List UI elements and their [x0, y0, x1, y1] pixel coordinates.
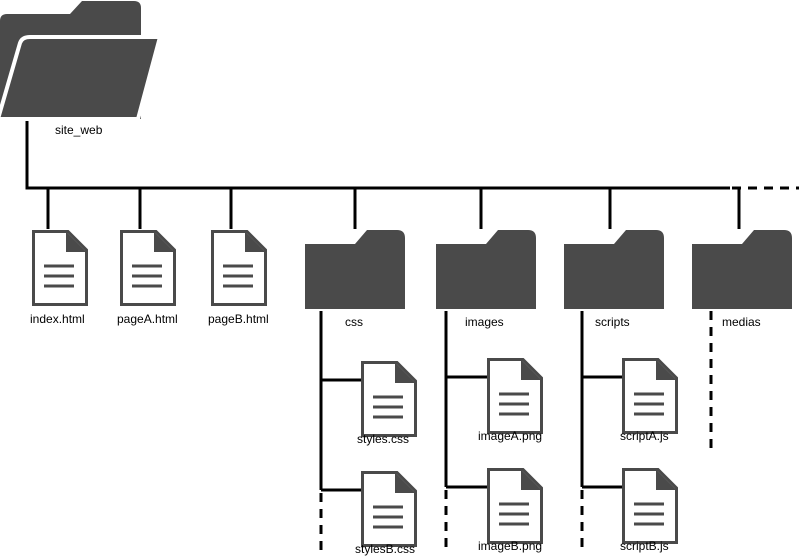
file-pageb-html[interactable]: pageB.html	[208, 230, 269, 327]
root-folder[interactable]: site_web	[0, 1, 163, 137]
folder-icon	[436, 230, 536, 309]
file-label: imageB.png	[478, 539, 542, 553]
folder-label: images	[465, 315, 504, 329]
file-imageb-png[interactable]: imageB.png	[478, 468, 543, 554]
file-pagea-html[interactable]: pageA.html	[117, 230, 178, 327]
file-scriptb-js[interactable]: scriptB.js	[620, 468, 678, 554]
file-imagea-png[interactable]: imageA.png	[478, 358, 543, 444]
file-icon	[487, 468, 543, 544]
file-label: pageA.html	[117, 312, 178, 326]
folder-label: css	[345, 315, 363, 329]
folder-scripts[interactable]: scripts	[564, 230, 664, 329]
folder-medias[interactable]: medias	[692, 230, 792, 329]
folder-open-icon	[0, 1, 163, 121]
file-icon	[622, 468, 678, 544]
folder-css[interactable]: css	[305, 230, 405, 329]
file-scripta-js[interactable]: scriptA.js	[620, 358, 678, 444]
file-label: scriptA.js	[620, 429, 669, 443]
tree-connectors	[25, 118, 799, 552]
file-label: index.html	[30, 312, 85, 326]
file-icon	[361, 361, 417, 437]
file-label: imageA.png	[478, 429, 542, 443]
file-label: scriptB.js	[620, 539, 669, 553]
file-icon	[120, 230, 176, 306]
file-icon	[622, 358, 678, 434]
root-folder-label: site_web	[55, 123, 103, 137]
folder-icon	[305, 230, 405, 309]
folder-images[interactable]: images	[436, 230, 536, 329]
file-label: pageB.html	[208, 312, 269, 326]
folder-icon	[564, 230, 664, 309]
file-icon	[361, 471, 417, 547]
folder-label: scripts	[595, 315, 630, 329]
folder-label: medias	[722, 315, 761, 329]
file-icon	[487, 358, 543, 434]
file-index-html[interactable]: index.html	[30, 230, 88, 327]
file-styles-css[interactable]: styles.css	[357, 361, 417, 447]
file-label: stylesB.css	[355, 542, 415, 556]
file-icon	[32, 230, 88, 306]
file-label: styles.css	[357, 432, 409, 446]
file-stylesb-css[interactable]: stylesB.css	[355, 471, 417, 557]
file-icon	[211, 230, 267, 306]
folder-icon	[692, 230, 792, 309]
